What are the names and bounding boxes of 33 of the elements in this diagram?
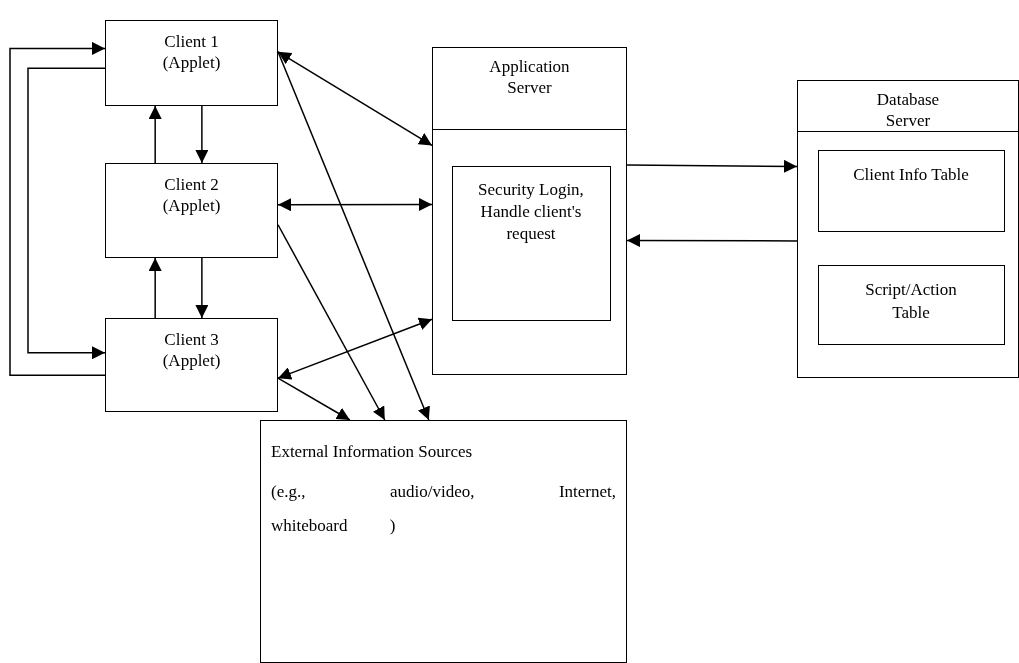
server-box: [432, 47, 627, 375]
server-title: Database Server: [875, 89, 941, 132]
arrow: [27, 67, 106, 360]
client-label: Client 1 (Applet): [161, 31, 222, 74]
server-box: [797, 80, 1019, 378]
module-box: [817, 149, 1005, 232]
module-label: Client Info Table: [852, 163, 970, 186]
source-box: [260, 420, 627, 663]
arrow: [195, 257, 209, 319]
client-label: Client 2 (Applet): [161, 174, 222, 217]
arrow: [277, 51, 430, 421]
source-title: External Information Sources: [271, 441, 474, 463]
module-box: [451, 165, 611, 321]
client-box: [105, 20, 278, 106]
client-box: [105, 318, 278, 412]
arrow: [277, 224, 386, 421]
arrow: [148, 257, 162, 319]
module-box: [817, 264, 1005, 345]
client-box: [105, 163, 278, 258]
arrow: [626, 159, 798, 173]
source-description: (e.g., audio/video, Internet, whiteboard ): [271, 481, 616, 537]
arrow: [277, 197, 433, 212]
arrow: [148, 105, 162, 164]
module-label: Script/Action Table: [864, 278, 958, 325]
arrow: [277, 51, 433, 147]
arrow: [277, 317, 433, 380]
arrow: [195, 105, 209, 164]
arrow: [9, 41, 106, 377]
server-title: Application Server: [488, 56, 571, 99]
arrow: [277, 377, 351, 421]
arrow: [626, 234, 798, 248]
module-label: Security Login, Handle client's request: [477, 178, 585, 245]
client-label: Client 3 (Applet): [161, 329, 222, 372]
